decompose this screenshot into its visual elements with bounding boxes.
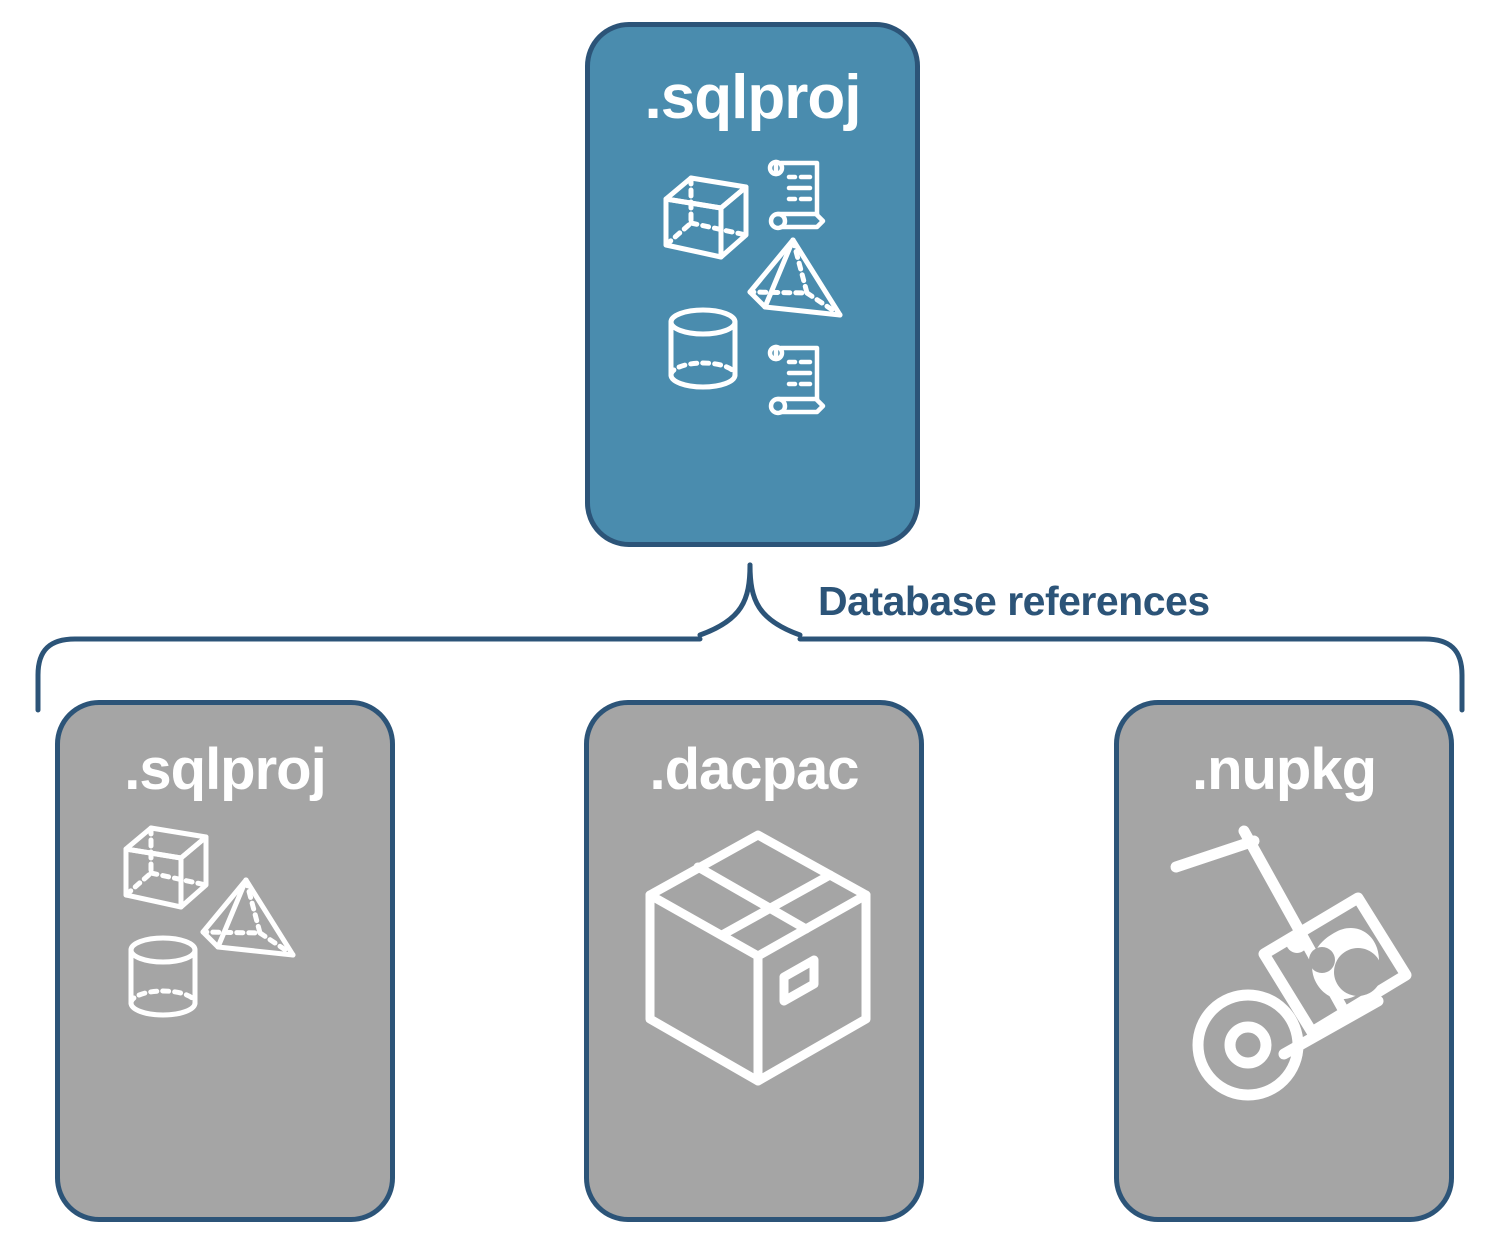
card-child-nupkg-icon-group bbox=[1144, 813, 1424, 1113]
cylinder-wireframe-icon bbox=[665, 305, 741, 393]
cube-wireframe-icon bbox=[661, 173, 751, 265]
pyramid-wireframe-icon bbox=[198, 875, 298, 965]
card-child-sqlproj-title: .sqlproj bbox=[124, 737, 326, 802]
cube-wireframe-icon bbox=[121, 823, 211, 915]
database-references-label: Database references bbox=[818, 578, 1210, 624]
card-child-nupkg-title: .nupkg bbox=[1191, 737, 1377, 802]
card-child-sqlproj-icon-group bbox=[85, 813, 365, 1113]
card-child-dacpac[interactable]: .dacpac bbox=[584, 700, 924, 1222]
shipping-box-icon bbox=[638, 823, 878, 1093]
card-root-title: .sqlproj bbox=[644, 63, 862, 132]
hand-truck-nuget-package-icon bbox=[1166, 819, 1416, 1104]
cylinder-wireframe-icon bbox=[125, 933, 201, 1021]
card-root-sqlproj[interactable]: .sqlproj bbox=[585, 22, 920, 547]
database-references-bracket bbox=[35, 562, 1465, 713]
scroll-script-icon bbox=[765, 155, 833, 235]
card-root-icon-group bbox=[653, 155, 853, 425]
card-child-nupkg[interactable]: .nupkg bbox=[1114, 700, 1454, 1222]
pyramid-wireframe-icon bbox=[745, 235, 845, 325]
card-child-sqlproj[interactable]: .sqlproj bbox=[55, 700, 395, 1222]
scroll-script-icon bbox=[765, 340, 833, 420]
card-child-dacpac-title: .dacpac bbox=[649, 737, 860, 802]
card-child-dacpac-icon-group bbox=[614, 813, 894, 1113]
